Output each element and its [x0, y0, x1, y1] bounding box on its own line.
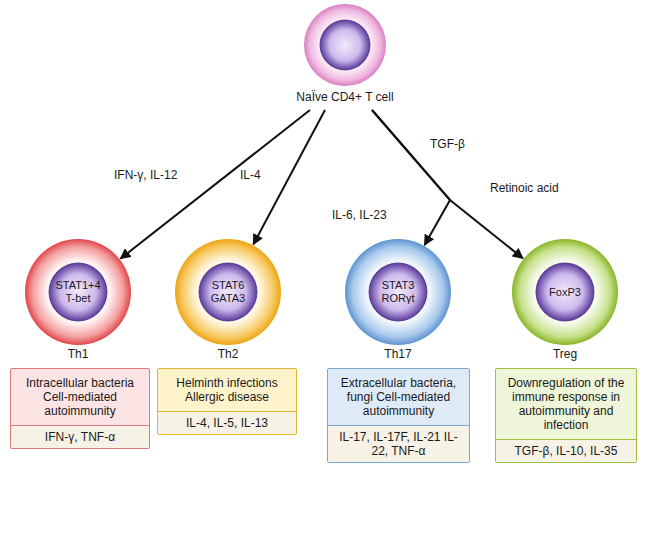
cell-outline — [536, 263, 594, 321]
cell-circle: Th1STAT1+4 T-bet — [24, 238, 132, 346]
cell-outline — [304, 4, 386, 86]
nucleus-circle: FoxP3 — [535, 262, 595, 322]
cytokine-list: IFN-γ, TNF-α — [11, 425, 149, 448]
transcription-factor: STAT6 GATA3 — [198, 262, 258, 322]
differentiation-arrow — [372, 110, 450, 245]
naive-cell: NaÏve CD4+ T cell — [285, 2, 405, 110]
cell-outline — [175, 239, 281, 345]
cell-outline — [49, 263, 107, 321]
cytokine-list: IL-17, IL-17F, IL-21 IL-22, TNF-α — [328, 425, 469, 462]
cell-label: NaÏve CD4+ T cell — [265, 90, 425, 104]
cell-circle: Th17STAT3 RORγt — [344, 238, 452, 346]
signal-label: IFN-γ, IL-12 — [112, 168, 179, 182]
function-panel: Extracellular bacteria, fungi Cell-media… — [327, 368, 470, 463]
transcription-factor: STAT1+4 T-bet — [48, 262, 108, 322]
function-panel: Helminth infections Allergic diseaseIL-4… — [157, 368, 297, 435]
nucleus-circle: STAT6 GATA3 — [198, 262, 258, 322]
cytokine-list: TGF-β, IL-10, IL-35 — [496, 439, 636, 462]
function-text: Downregulation of the immune response in… — [496, 369, 636, 439]
function-panel: Downregulation of the immune response in… — [495, 368, 637, 463]
cell-label: Treg — [491, 347, 639, 361]
signal-label: IL-6, IL-23 — [330, 208, 389, 222]
cell-circle: TregFoxP3 — [511, 238, 619, 346]
cell-label: Th2 — [154, 347, 302, 361]
nucleus-circle: STAT3 RORγt — [368, 262, 428, 322]
differentiation-arrow — [120, 110, 310, 259]
differentiation-arrow — [253, 110, 325, 244]
cell-label: Th17 — [324, 347, 472, 361]
cell-outline — [345, 239, 451, 345]
cell-outline — [512, 239, 618, 345]
function-text: Extracellular bacteria, fungi Cell-media… — [328, 369, 469, 425]
transcription-factor: FoxP3 — [535, 262, 595, 322]
cytokine-list: IL-4, IL-5, IL-13 — [158, 411, 296, 434]
cell-outline — [25, 239, 131, 345]
function-text: Helminth infections Allergic disease — [158, 369, 296, 411]
nucleus-shape — [320, 20, 370, 70]
function-text: Intracellular bacteria Cell-mediated aut… — [11, 369, 149, 425]
signal-label: IL-4 — [238, 168, 263, 182]
signal-label: Retinoic acid — [488, 181, 561, 195]
cell-outline — [199, 263, 257, 321]
function-panel: Intracellular bacteria Cell-mediated aut… — [10, 368, 150, 449]
transcription-factor: STAT3 RORγt — [368, 262, 428, 322]
cell-circle: Th2STAT6 GATA3 — [174, 238, 282, 346]
signal-label: TGF-β — [428, 137, 467, 151]
nucleus-circle: STAT1+4 T-bet — [48, 262, 108, 322]
cell-outline — [369, 263, 427, 321]
cell-label: Th1 — [4, 347, 152, 361]
